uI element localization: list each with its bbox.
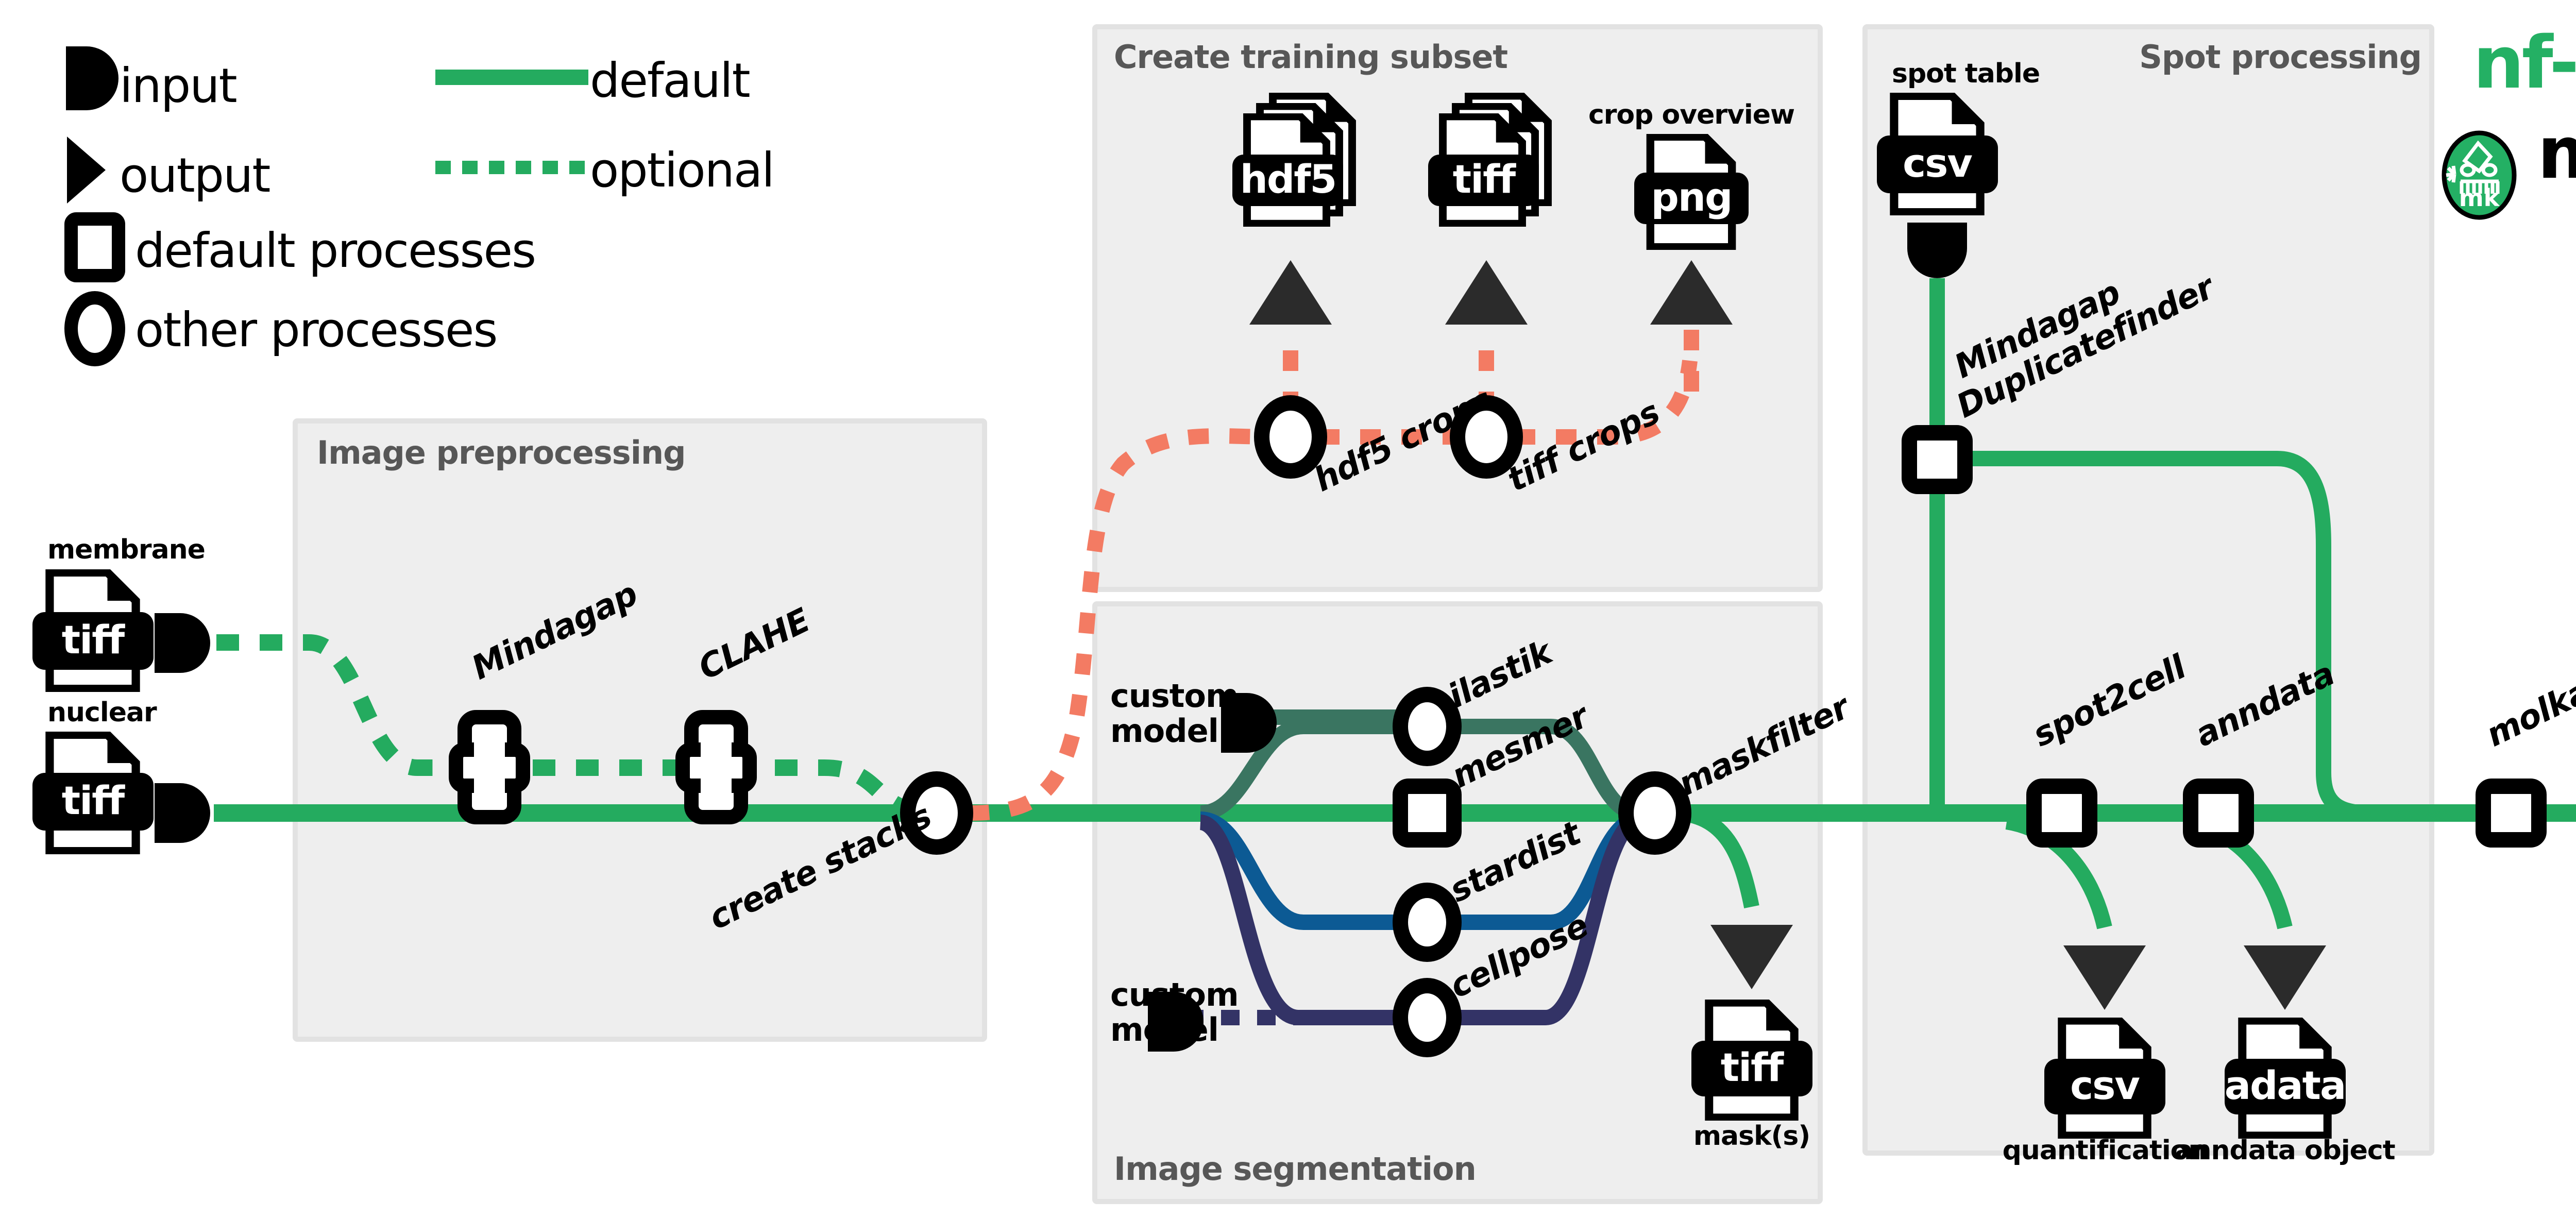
input-caption-nuclear: nuclear bbox=[47, 697, 157, 728]
input-caption-spot-table: spot table bbox=[1892, 58, 2040, 89]
output-arrow-anndata bbox=[2244, 945, 2326, 1010]
process-label-molkartqc: molkartqc bbox=[2481, 640, 2576, 755]
circle-node-icon bbox=[64, 291, 125, 366]
legend-label-optional-line: optional bbox=[590, 143, 774, 198]
output-ext-tiff-crops: tiff bbox=[1453, 156, 1516, 202]
output-caption-quantification: quantification bbox=[2003, 1135, 2207, 1166]
panel-title-image-preprocessing: Image preprocessing bbox=[317, 434, 685, 471]
input-caption-membrane: membrane bbox=[47, 534, 205, 565]
input-file-nuclear[interactable]: nuclear tiff bbox=[32, 697, 210, 851]
mk-badge-icon: mk bbox=[2442, 130, 2517, 220]
svg-text:nf-core/: nf-core/ bbox=[2473, 21, 2576, 105]
legend-default-process-row: default processes bbox=[64, 212, 536, 282]
panel-image-segmentation: Image segmentation bbox=[1092, 601, 1823, 1204]
custom-model-1-line2: model bbox=[1110, 712, 1218, 750]
legend-label-default-line: default bbox=[590, 53, 750, 108]
panel-spot-processing: Spot processing bbox=[1862, 24, 2434, 1156]
legend-label-input: input bbox=[120, 58, 236, 113]
nf-core-logo[interactable]: nf-core/ mk molkart bbox=[2442, 10, 2576, 220]
custom-model-1-line1: custom bbox=[1110, 677, 1239, 715]
input-ext-nuclear: tiff bbox=[62, 777, 125, 823]
output-ext-hdf5: hdf5 bbox=[1240, 156, 1336, 202]
legend-other-process-row: other processes bbox=[64, 291, 498, 366]
output-ext-quantification: csv bbox=[2070, 1062, 2140, 1108]
output-ext-anndata: adata bbox=[2225, 1062, 2346, 1108]
legend-output-row: output bbox=[67, 137, 270, 204]
flow-spot-processing bbox=[1929, 278, 2370, 821]
logo-pipeline-name: molkart bbox=[2537, 111, 2576, 195]
legend-label-output: output bbox=[120, 148, 269, 203]
output-ext-masks: tiff bbox=[1721, 1044, 1784, 1090]
output-caption-anndata: anndata object bbox=[2175, 1135, 2395, 1166]
legend-label-other-processes: other processes bbox=[135, 302, 497, 358]
output-arrow-png-overview bbox=[1650, 260, 1733, 325]
panel-title-spot-processing: Spot processing bbox=[2139, 38, 2421, 76]
panel-title-image-segmentation: Image segmentation bbox=[1114, 1150, 1476, 1188]
output-file-anndata[interactable]: adata anndata object bbox=[2175, 1021, 2396, 1166]
legend-optional-line-row: optional bbox=[435, 143, 775, 198]
flow-branch-cellpose bbox=[1185, 811, 1641, 1025]
input-ext-spot-table: csv bbox=[1903, 140, 1972, 186]
input-file-membrane[interactable]: membrane tiff bbox=[32, 534, 210, 689]
square-node-icon bbox=[64, 212, 125, 282]
input-ext-membrane: tiff bbox=[62, 617, 125, 663]
output-ext-png: png bbox=[1651, 174, 1732, 220]
custom-model-input-ilastik[interactable]: custom model bbox=[1110, 677, 1277, 753]
mk-badge-label: mk bbox=[2459, 184, 2500, 212]
panel-title-create-training-subset: Create training subset bbox=[1114, 38, 1507, 76]
legend-label-default-processes: default processes bbox=[135, 223, 535, 278]
output-file-png-overview[interactable]: crop overview png bbox=[1588, 99, 1795, 247]
output-arrow-masks bbox=[1710, 925, 1793, 989]
output-arrow-icon bbox=[67, 137, 106, 204]
output-arrow-quantification bbox=[2063, 945, 2146, 1010]
legend: input output default processes other pro… bbox=[64, 46, 775, 366]
legend-input-row: input bbox=[66, 46, 238, 113]
output-arrow-tiff-crops bbox=[1445, 260, 1528, 325]
output-file-hdf5[interactable]: hdf5 bbox=[1232, 96, 1352, 224]
output-caption-crop-overview: crop overview bbox=[1588, 99, 1794, 130]
output-file-quantification[interactable]: csv quantification bbox=[2003, 1021, 2207, 1166]
panel-image-preprocessing: Image preprocessing bbox=[293, 418, 987, 1042]
flow-spot2cell-output bbox=[2005, 814, 2112, 929]
flow-optional-membrane bbox=[216, 634, 914, 818]
logo-prefix: nf- bbox=[2473, 21, 2576, 105]
output-arrow-hdf5 bbox=[1249, 260, 1332, 325]
input-file-spot-table[interactable]: spot table csv bbox=[1877, 58, 2040, 278]
output-caption-masks: mask(s) bbox=[1693, 1121, 1810, 1152]
output-file-masks[interactable]: tiff mask(s) bbox=[1691, 1003, 1812, 1152]
legend-default-line-row: default bbox=[435, 53, 751, 108]
output-file-tiff-crops[interactable]: tiff bbox=[1428, 96, 1548, 224]
custom-model-input-cellpose[interactable]: custom model bbox=[1110, 976, 1239, 1052]
